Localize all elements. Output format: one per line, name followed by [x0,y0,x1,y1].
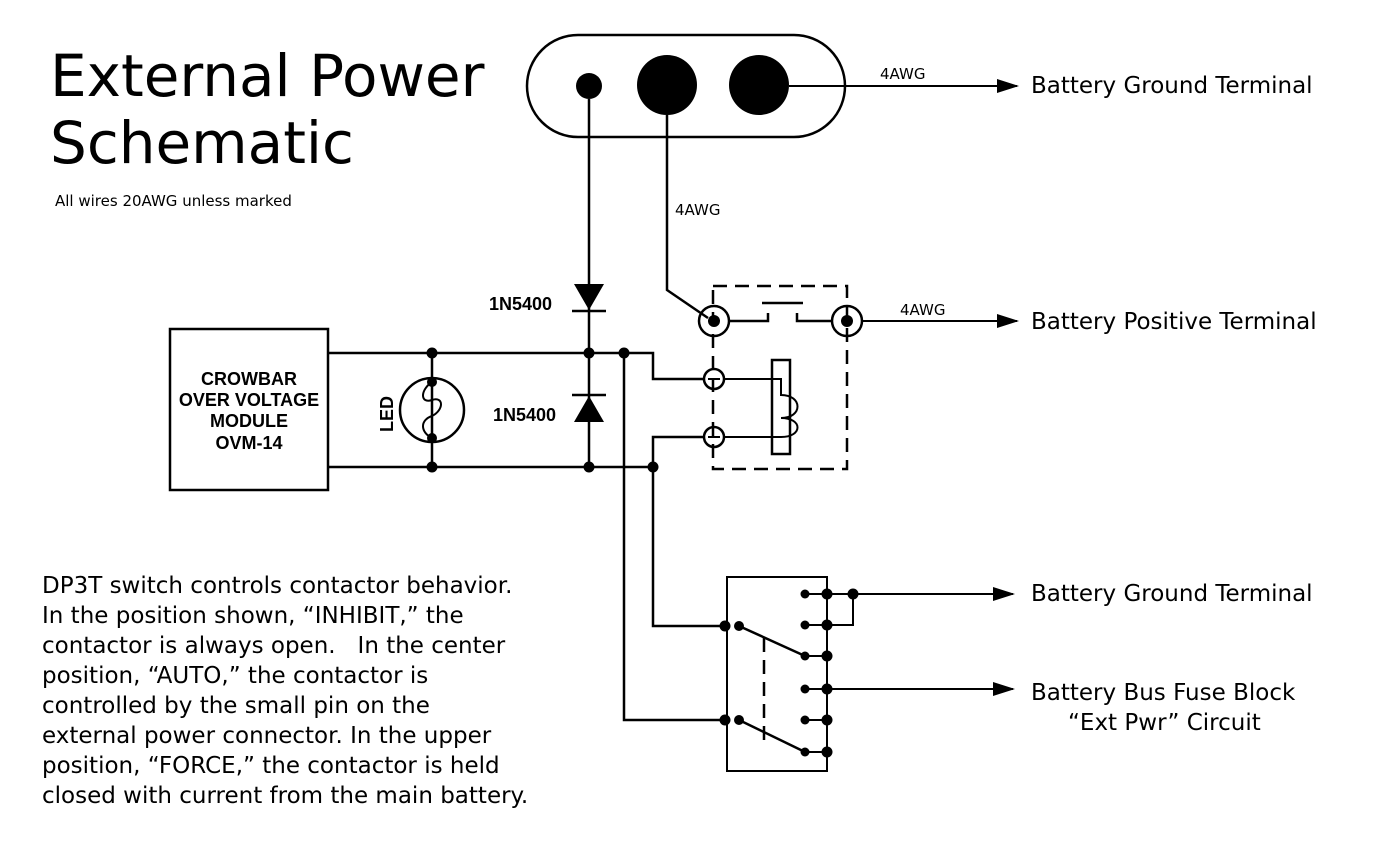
dp3t-switch [719,576,859,772]
junction-dot [583,347,595,359]
junction-dot [426,461,438,473]
description-line: controlled by the small pin on the [42,693,430,719]
switch-pole-2-wire [622,353,725,722]
ovm-module-box [168,327,330,492]
description-line: closed with current from the main batter… [42,783,528,809]
wire-label-ground-top: 4AWG [880,65,925,83]
ovm-label-2: OVER VOLTAGE [179,390,319,410]
title-line-1: External Power [50,42,485,110]
terminal-battery-ground-top: Battery Ground Terminal [1031,73,1313,99]
description-line: position, “AUTO,” the contactor is [42,663,428,689]
connector-positive-pin [637,55,697,115]
description-line: contactor is always open. In the center [42,633,506,659]
connector-ground-pin [729,55,789,115]
led-label: LED [377,396,397,432]
description-line: external power connector. In the upper [42,723,492,749]
description-paragraph: DP3T switch controls contactor behavior.… [42,573,528,809]
terminal-fuse-block-line-2: “Ext Pwr” Circuit [1068,710,1261,736]
switch-pole-1-wire [651,467,725,628]
wire-label-vertical: 4AWG [675,201,720,219]
diode-top-label: 1N5400 [489,294,552,314]
top-rail-wire [328,351,703,381]
wire-label-positive: 4AWG [900,301,945,319]
led [398,353,466,467]
positive-wire-4awg [665,115,709,320]
terminal-fuse-block-line-1: Battery Bus Fuse Block [1031,680,1296,706]
ovm-label-3: MODULE [210,411,288,431]
junction-dot [583,461,595,473]
diode-bottom [572,393,606,422]
coil-return-wire [651,435,703,467]
contactor [697,284,864,471]
terminal-battery-ground-switch: Battery Ground Terminal [1031,581,1313,607]
title-line-2: Schematic [50,109,354,177]
junction-dot [426,347,438,359]
connector-small-pin [576,73,602,99]
ovm-label-4: OVM-14 [215,433,282,453]
ovm-label-1: CROWBAR [201,369,297,389]
diode-bottom-label: 1N5400 [493,405,556,425]
diode-top [572,284,606,313]
description-line: position, “FORCE,” the contactor is held [42,753,500,779]
subtitle: All wires 20AWG unless marked [55,192,292,210]
external-power-connector [525,33,847,139]
description-line: DP3T switch controls contactor behavior. [42,573,512,599]
description-line: In the position shown, “INHIBIT,” the [42,603,464,629]
terminal-battery-positive: Battery Positive Terminal [1031,309,1317,335]
